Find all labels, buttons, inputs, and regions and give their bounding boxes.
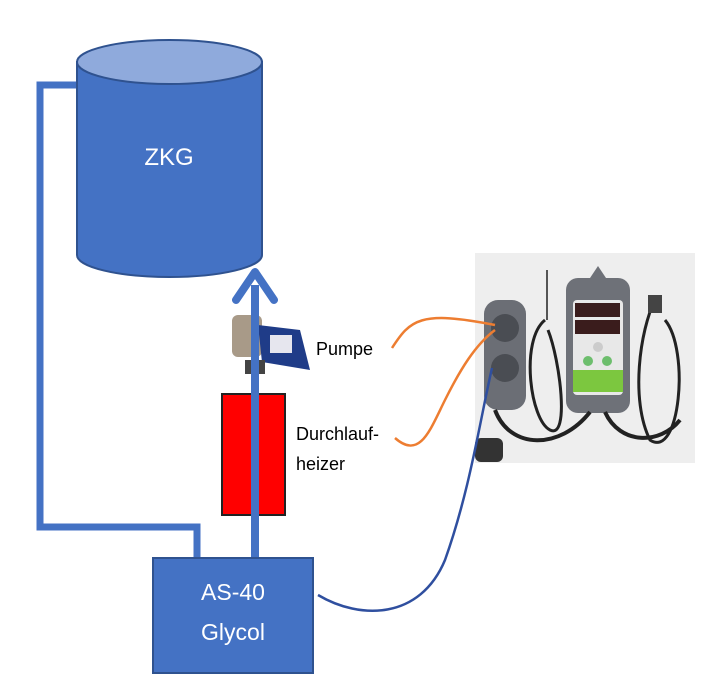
pump-cable bbox=[390, 316, 496, 349]
chiller-label-1: AS-40 bbox=[201, 579, 265, 605]
pump-label: Pumpe bbox=[316, 339, 373, 359]
tank-zkg: ZKG bbox=[76, 39, 263, 278]
chiller-label-2: Glycol bbox=[201, 619, 265, 645]
chiller-cable bbox=[317, 367, 494, 612]
tank-label: ZKG bbox=[144, 144, 193, 171]
heater-label-1: Durchlauf- bbox=[296, 424, 379, 444]
pump-image bbox=[232, 315, 310, 374]
return-pipe bbox=[36, 81, 201, 558]
arrow-up-icon bbox=[232, 268, 278, 304]
chiller-as40: AS-40 Glycol bbox=[152, 557, 314, 674]
heater-cable bbox=[394, 329, 496, 447]
temperature-controller-image bbox=[475, 253, 695, 463]
heater-label-2: heizer bbox=[296, 454, 345, 474]
